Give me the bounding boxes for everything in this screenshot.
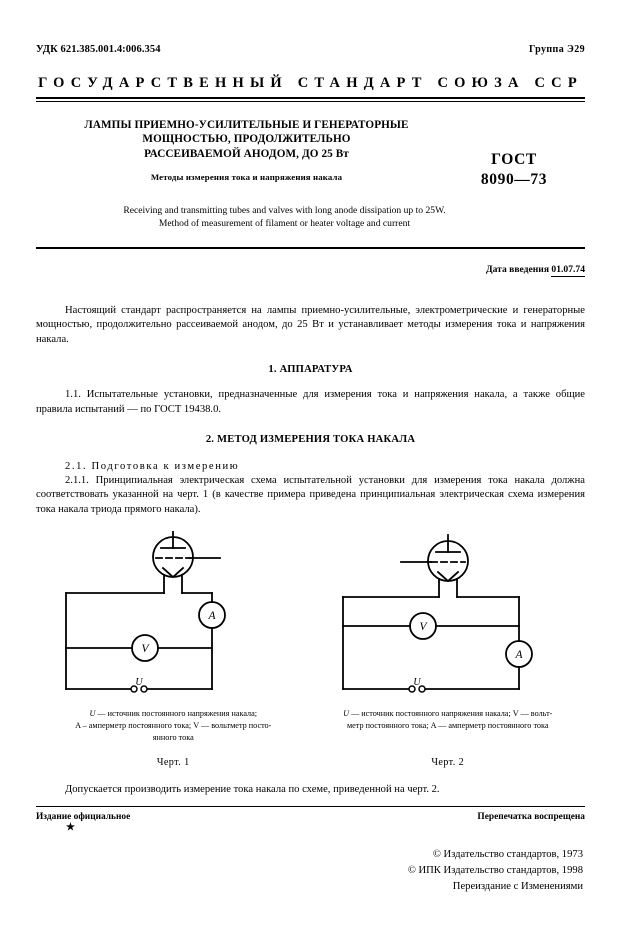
- standard-title-line-2: МОЩНОСТЬЮ, ПРОДОЛЖИТЕЛЬНО: [142, 133, 351, 146]
- scope-paragraph: Настоящий стандарт распространяется на л…: [36, 305, 585, 345]
- english-title-line-1: Receiving and transmitting tubes and val…: [123, 204, 446, 216]
- figure-2-ammeter-label: A: [514, 649, 523, 661]
- voltmeter-symbol: [131, 634, 160, 663]
- source-terminal-right: [140, 685, 148, 693]
- reprint-forbidden-label: Перепечатка воспрещена: [477, 812, 585, 823]
- footer-rule: [36, 806, 585, 808]
- footer-row: Издание официальное ★ Перепечатка воспре…: [36, 812, 585, 833]
- section-heading-2: 2. МЕТОД ИЗМЕРЕНИЯ ТОКА НАКАЛА: [205, 434, 416, 446]
- page-content: УДК 621.385.001.4:006.354 Группа Э29 ГОС…: [36, 44, 585, 895]
- figure-2: U A V U — источник постоянного напряжени…: [311, 531, 586, 768]
- english-title-line-2: Method of measurement of filament or hea…: [158, 218, 411, 230]
- star-icon: ★: [66, 822, 75, 834]
- figure-1-circuit-diagram: U A V: [65, 531, 227, 693]
- figure-2-circuit-diagram: U A V: [341, 534, 533, 693]
- figure-1-source-label: U: [136, 677, 144, 688]
- standard-banner: ГОСУДАРСТВЕННЫЙ СТАНДАРТ СОЮЗА ССР: [38, 75, 583, 91]
- udk-code: УДК 621.385.001.4:006.354: [36, 44, 161, 55]
- official-edition-block: Издание официальное ★: [36, 812, 130, 833]
- figures-row: U A V U — источник постоянного напряжени…: [36, 531, 585, 768]
- banner-rule-thin: [36, 100, 585, 102]
- figure-1-legend-line-2: A – амперметр постоянного тока; V — воль…: [75, 720, 272, 730]
- group-code: Группа Э29: [529, 44, 585, 55]
- voltmeter-symbol: [408, 612, 437, 641]
- standard-title-line-1: ЛАМПЫ ПРИЕМНО-УСИЛИТЕЛЬНЫЕ И ГЕНЕРАТОРНЫ…: [84, 118, 409, 131]
- figure-1-caption: Черт. 1: [156, 757, 190, 769]
- figure-2-legend-line-2: метр постоянного тока; A — амперметр пос…: [346, 720, 549, 730]
- source-terminal-left: [408, 685, 416, 693]
- english-title: Receiving and transmitting tubes and val…: [36, 204, 585, 231]
- copyright-line-2: © ИПК Издательство стандартов, 1998: [407, 865, 583, 877]
- source-terminal-left: [130, 685, 138, 693]
- udk-row: УДК 621.385.001.4:006.354 Группа Э29: [36, 44, 585, 55]
- clause-2-1-1: 2.1.1. Принципиальная электрическая схем…: [36, 475, 585, 515]
- introduction-date: Дата введения 01.07.74: [36, 264, 585, 277]
- introduction-date-label: Дата введения: [485, 264, 550, 275]
- tube-filament-cathode: [436, 570, 460, 583]
- title-left-column: ЛАМПЫ ПРИЕМНО-УСИЛИТЕЛЬНЫЕ И ГЕНЕРАТОРНЫ…: [36, 118, 443, 182]
- closing-note: Допускается производить измерение тока н…: [65, 784, 440, 796]
- figure-1-ammeter-label: A: [208, 610, 217, 622]
- header-bottom-rule: [36, 247, 585, 249]
- figure-1: U A V U — источник постоянного напряжени…: [36, 531, 311, 768]
- figure-2-source-label: U: [413, 677, 421, 688]
- clause-2-1-heading: 2.1. Подготовка к измерению: [65, 461, 240, 473]
- figure-2-legend: U — источник постоянного напряжения нака…: [324, 708, 572, 731]
- official-edition-label: Издание официальное: [36, 812, 131, 823]
- source-terminal-right: [418, 685, 426, 693]
- figure-1-legend: U — источник постоянного напряжения нака…: [49, 708, 297, 743]
- figure-2-caption: Черт. 2: [431, 756, 465, 768]
- gost-label: ГОСТ: [491, 150, 537, 168]
- standard-title: ЛАМПЫ ПРИЕМНО-УСИЛИТЕЛЬНЫЕ И ГЕНЕРАТОРНЫ…: [50, 118, 443, 162]
- banner-rule-thick: [36, 97, 585, 99]
- figure-1-legend-line-1: U — источник постоянного напряжения нака…: [89, 709, 258, 719]
- standard-subtitle: Методы измерения тока и напряжения накал…: [150, 171, 343, 182]
- gost-number: 8090—73: [480, 170, 548, 188]
- copyright-block: © Издательство стандартов, 1973 © ИПК Из…: [36, 847, 585, 895]
- copyright-line-3: Переиздание с Изменениями: [452, 880, 583, 892]
- title-block: ЛАМПЫ ПРИЕМНО-УСИЛИТЕЛЬНЫЕ И ГЕНЕРАТОРНЫ…: [36, 118, 585, 190]
- figure-2-legend-line-1: U — источник постоянного напряжения нака…: [343, 709, 553, 719]
- copyright-line-1: © Издательство стандартов, 1973: [432, 849, 583, 861]
- standard-title-line-3: РАССЕИВАЕМОЙ АНОДОМ, ДО 25 Вт: [144, 148, 349, 161]
- clause-1-1: 1.1. Испытательные установки, предназнач…: [36, 389, 585, 415]
- tube-filament-cathode: [161, 566, 185, 579]
- figure-1-legend-line-3: янного тока: [152, 732, 194, 742]
- introduction-date-value: 01.07.74: [551, 264, 585, 277]
- figure-1-voltmeter-label: V: [142, 643, 151, 655]
- gost-number-block: ГОСТ 8090—73: [443, 118, 585, 190]
- section-heading-1: 1. АППАРАТУРА: [268, 364, 353, 376]
- figure-2-voltmeter-label: V: [419, 621, 428, 633]
